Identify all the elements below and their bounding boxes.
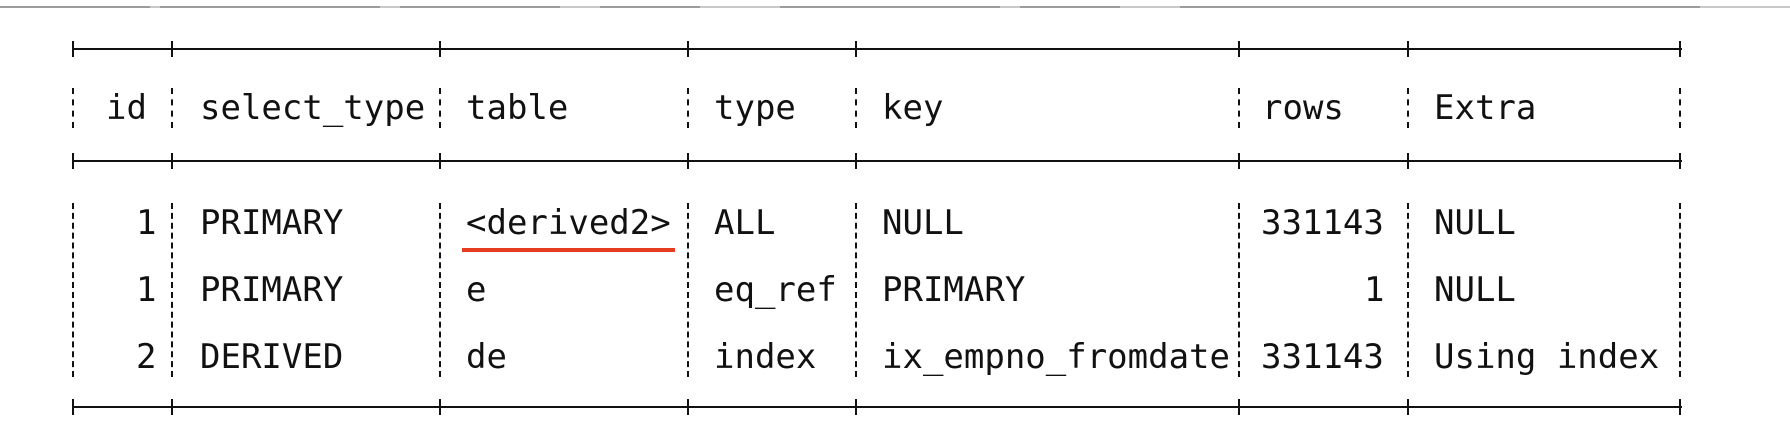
border-joint (687, 399, 689, 415)
border-joint (72, 41, 74, 57)
border-joint (1407, 153, 1409, 169)
border-joint (1679, 399, 1681, 415)
column-separator (1679, 203, 1681, 377)
border-joint (687, 41, 689, 57)
border-joint (1407, 41, 1409, 57)
top-divider-segment (160, 6, 380, 8)
header-separator (72, 153, 1682, 169)
border-joint (72, 399, 74, 415)
column-separator (687, 88, 689, 128)
column-separator (171, 88, 173, 128)
table-cell: NULL (1434, 270, 1516, 310)
top-divider (0, 6, 1790, 8)
border-joint (1407, 399, 1409, 415)
column-separator (1238, 203, 1240, 377)
table-cell: 1 (1364, 270, 1385, 310)
column-header: rows (1262, 88, 1344, 128)
table-cell: ix_empno_fromdate (882, 337, 1230, 377)
border-joint (1679, 41, 1681, 57)
table-cell: PRIMARY (200, 203, 344, 243)
column-header: Extra (1434, 88, 1537, 128)
table-cell: de (466, 337, 507, 377)
table-cell: PRIMARY (200, 270, 344, 310)
top-divider-segment (0, 6, 150, 8)
column-separator (855, 88, 857, 128)
top-divider-segment (1180, 6, 1700, 8)
column-header: key (882, 88, 944, 128)
border-joint (1238, 153, 1240, 169)
border-joint (171, 399, 173, 415)
table-cell: Using index (1434, 337, 1660, 377)
table-cell: 1 (136, 270, 157, 310)
border-joint (171, 153, 173, 169)
border-joint (439, 153, 441, 169)
border-joint (171, 41, 173, 57)
column-separator (72, 88, 74, 128)
column-header: select_type (200, 88, 426, 128)
top-divider-segment (780, 6, 1000, 8)
table-cell: 1 (136, 203, 157, 243)
column-header: type (714, 88, 796, 128)
table-cell: NULL (882, 203, 964, 243)
border-joint (855, 399, 857, 415)
column-separator (855, 203, 857, 377)
table-cell: <derived2> (466, 203, 671, 243)
top-divider-segment (600, 6, 700, 8)
table-cell: e (466, 270, 487, 310)
top-divider-segment (400, 6, 560, 8)
border-joint (1238, 399, 1240, 415)
border-joint (855, 153, 857, 169)
table-cell: index (714, 337, 817, 377)
column-separator (171, 203, 173, 377)
border-joint (439, 399, 441, 415)
table-cell: NULL (1434, 203, 1516, 243)
column-separator (1407, 203, 1409, 377)
column-separator (687, 203, 689, 377)
column-separator (1407, 88, 1409, 128)
border-joint (1679, 153, 1681, 169)
column-separator (439, 203, 441, 377)
border-joint (855, 41, 857, 57)
table-cell: 331143 (1261, 337, 1384, 377)
table-cell: ALL (714, 203, 776, 243)
top-divider-segment (1020, 6, 1120, 8)
highlight-underline (462, 248, 675, 252)
border-joint (439, 41, 441, 57)
table-top-border (72, 41, 1682, 57)
column-separator (72, 203, 74, 377)
border-joint (687, 153, 689, 169)
column-separator (439, 88, 441, 128)
column-separator (1679, 88, 1681, 128)
table-cell: 331143 (1261, 203, 1384, 243)
table-cell: DERIVED (200, 337, 344, 377)
border-joint (72, 153, 74, 169)
table-cell: PRIMARY (882, 270, 1026, 310)
table-cell: 2 (136, 337, 157, 377)
table-bottom-border (72, 399, 1682, 415)
column-separator (1238, 88, 1240, 128)
column-header: id (106, 88, 147, 128)
table-cell: eq_ref (714, 270, 837, 310)
column-header: table (466, 88, 569, 128)
border-joint (1238, 41, 1240, 57)
